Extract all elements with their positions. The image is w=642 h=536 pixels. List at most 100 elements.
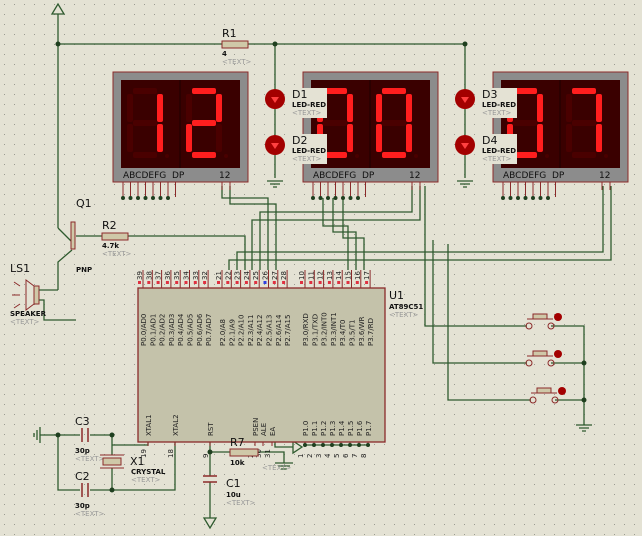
push-button-1[interactable] <box>525 313 562 330</box>
digit <box>376 88 418 158</box>
x1-text: <TEXT> <box>131 476 161 484</box>
transistor-q1[interactable]: Q1 PNP <box>70 197 92 274</box>
junction-dot <box>136 196 140 200</box>
push-button-2[interactable] <box>525 350 562 367</box>
pin-5[interactable]: 5P1.4 <box>333 420 346 458</box>
pin-number: 6 <box>342 453 350 458</box>
d2-text: <TEXT> <box>292 155 322 163</box>
wires <box>40 14 612 518</box>
segment-b <box>406 94 412 122</box>
crystal-x1[interactable]: X1 CRYSTAL <TEXT> <box>100 454 166 484</box>
pin-number: 27 <box>271 271 279 280</box>
pin-name: P3.5/T1 <box>349 320 357 346</box>
segment-c <box>596 124 602 152</box>
r2-ref: R2 <box>102 219 117 232</box>
pin-number: 16 <box>354 271 362 280</box>
pin-name: P2.1/A9 <box>228 319 236 346</box>
capacitor-c1[interactable]: C1 10u <TEXT> <box>203 475 256 507</box>
pin-4[interactable]: 4P1.3 <box>324 421 337 458</box>
speaker-ls1[interactable]: LS1 SPEAKER <TEXT> <box>10 262 76 326</box>
pin-name: P1.3 <box>329 421 337 436</box>
pin-2[interactable]: 2P1.1 <box>306 421 319 458</box>
junction-dot <box>128 196 133 200</box>
junction-dot <box>546 196 550 200</box>
segment-b <box>216 94 222 122</box>
resistor-r1[interactable]: R1 4 <TEXT> <box>221 27 252 66</box>
segment-d <box>513 152 537 158</box>
segment-g <box>133 120 157 126</box>
pin-number: 12 <box>317 271 325 280</box>
pin-name: P3.0/RXD <box>302 313 310 346</box>
segment-g <box>513 120 537 126</box>
segment-e <box>376 124 382 152</box>
pin-name: XTAL1 <box>145 414 153 436</box>
capacitor-c2[interactable]: C2 30p <TEXT> <box>75 470 105 518</box>
segment-b <box>157 94 163 122</box>
pin-number: 8 <box>360 454 368 458</box>
display-segment-labels: ABCDEFG DP <box>123 171 185 181</box>
segment-a <box>323 88 347 94</box>
push-button-3[interactable] <box>529 387 566 404</box>
resistor-r7[interactable]: R7 10k <TEXT> <box>229 436 292 472</box>
pin-number: 28 <box>280 271 288 280</box>
segment-d <box>323 152 347 158</box>
pin-number: 14 <box>335 271 343 280</box>
pin-number: 11 <box>307 271 315 280</box>
pin-name: P1.4 <box>338 420 346 436</box>
c3-ref: C3 <box>75 415 90 428</box>
r7-ref: R7 <box>230 436 245 449</box>
microcontroller-u1[interactable]: U1 AT89C51 <TEXT> 39P0.0/AD038P0.1/AD137… <box>136 270 423 458</box>
junction-dot <box>158 196 163 200</box>
junction-dot <box>508 196 513 200</box>
resistor-r2[interactable]: R2 4.7k <TEXT> <box>101 219 132 258</box>
digit <box>317 88 359 158</box>
u1-ref: U1 <box>389 289 404 302</box>
pin-7[interactable]: 7P1.6 <box>351 420 364 458</box>
pin-8[interactable]: 8P1.7 <box>360 421 373 458</box>
pin-name: P2.0/A8 <box>219 319 227 346</box>
pin-6[interactable]: 6P1.5 <box>342 421 355 458</box>
r2-text: <TEXT> <box>102 250 132 258</box>
digit <box>186 88 228 158</box>
pin-1[interactable]: 1P1.0 <box>297 421 310 458</box>
pin-name: P3.6/WR <box>358 316 366 346</box>
capacitor-c3[interactable]: C3 30p <TEXT> <box>75 415 105 463</box>
pin-3[interactable]: 3P1.2 <box>315 421 328 458</box>
